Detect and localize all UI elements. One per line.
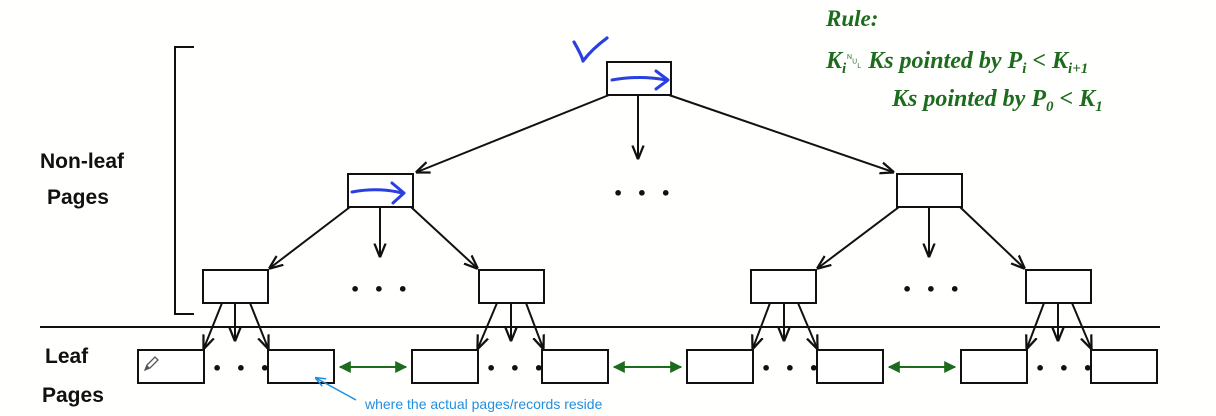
level1-edges <box>270 206 1024 268</box>
level2-node-2 <box>478 269 545 304</box>
pen-arrow-root-head <box>654 69 670 91</box>
pen-arrow-level1-head <box>390 181 406 205</box>
rule-block: Rule: Ki␀ Ks pointed by Pi < Ki+1 Ks poi… <box>825 6 1103 115</box>
ellipsis-leaf-4: • • • <box>1035 359 1097 378</box>
leaf-label-line2: Pages <box>42 384 104 407</box>
leaf-page-7 <box>960 349 1028 384</box>
leaf-page-4 <box>541 349 609 384</box>
pen-arrow-level1-line <box>350 188 404 195</box>
leaf-page-2 <box>267 349 335 384</box>
note-pointer-arrow <box>316 378 357 401</box>
leaf-page-5 <box>686 349 754 384</box>
ellipsis-level2-left: • • • <box>350 280 412 299</box>
rule-title: Rule: <box>825 6 878 31</box>
ellipsis-level2-right: • • • <box>902 280 964 299</box>
pen-annotations <box>350 36 670 205</box>
note-actual-records: where the actual pages/records reside <box>364 396 603 412</box>
leaf-page-8 <box>1090 349 1158 384</box>
root-edges <box>417 94 893 172</box>
level1-node-right <box>896 173 963 208</box>
pencil-icon <box>143 356 159 372</box>
level2-node-1 <box>202 269 269 304</box>
level2-edges <box>204 302 1091 348</box>
nonleaf-label-line2: Pages <box>47 186 109 209</box>
nonleaf-bracket <box>174 46 194 315</box>
ellipsis-leaf-2: • • • <box>486 359 548 378</box>
ellipsis-leaf-3: • • • <box>761 359 823 378</box>
leaf-page-3 <box>411 349 479 384</box>
level2-node-3 <box>750 269 817 304</box>
rule-line-1: Ki␀ Ks pointed by Pi < Ki+1 <box>825 48 1088 77</box>
ellipsis-leaf-1: • • • <box>212 359 274 378</box>
pen-arrow-root-line <box>610 76 668 82</box>
rule-line-2: Ks pointed by P0 < K1 <box>891 86 1103 115</box>
pen-check-mark <box>572 36 609 63</box>
ellipsis-root-middle: • • • <box>613 184 675 203</box>
leaf-label-line1: Leaf <box>45 345 89 368</box>
nonleaf-label-line1: Non-leaf <box>40 150 125 173</box>
level2-node-4 <box>1025 269 1092 304</box>
leaf-page-6 <box>816 349 884 384</box>
